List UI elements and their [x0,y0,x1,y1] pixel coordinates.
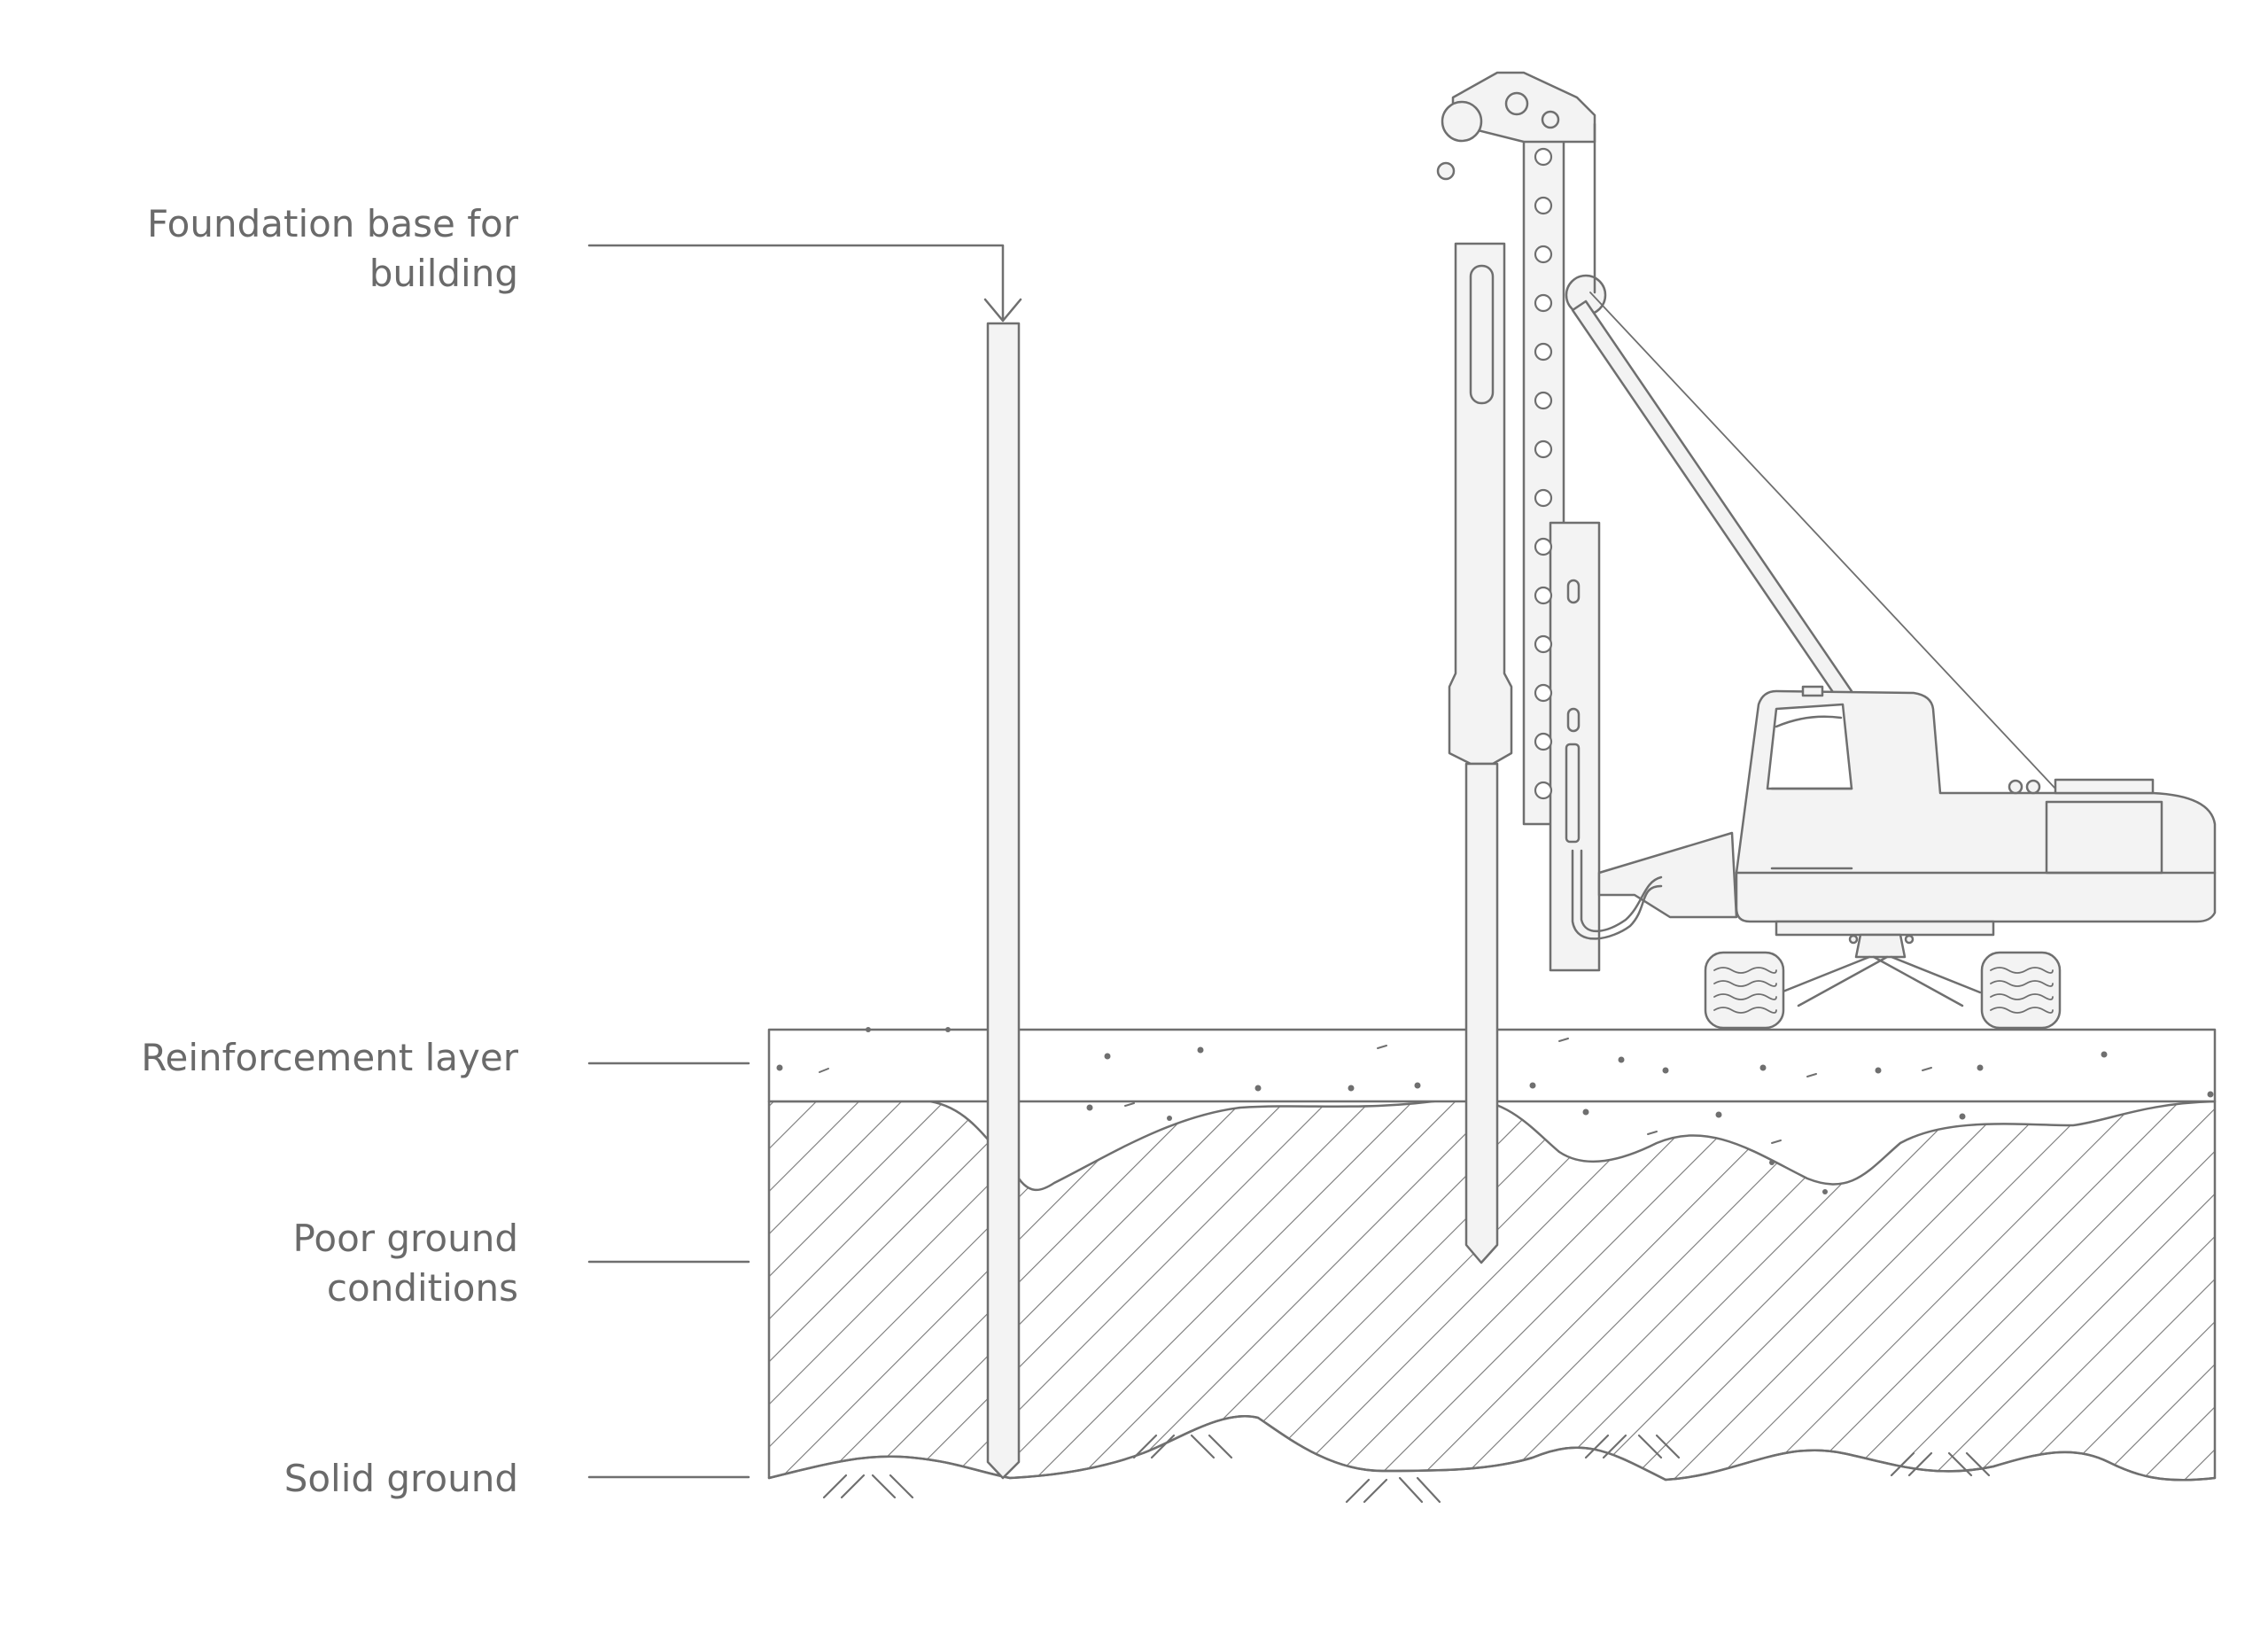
rig-boom [1571,299,1853,702]
label-poor-ground-line2: conditions [326,1266,518,1310]
driven-pile [1464,762,1499,1264]
label-foundation-line2: building [369,252,518,295]
label-foundation-base: Foundation base for building [58,199,518,299]
installed-pile [986,322,1021,1480]
label-poor-ground: Poor ground conditions [58,1214,518,1313]
pile-driving-rig [1436,71,2217,1264]
rig-track-left [1704,951,1785,1030]
label-foundation-line1: Foundation base for [146,202,518,245]
rig-arm [1597,831,1738,919]
rig-mast-holes [1534,147,1553,800]
label-reinforcement-line1: Reinforcement layer [141,1036,518,1079]
arrow-head-icon [983,298,1022,323]
label-poor-ground-line1: Poor ground [292,1217,518,1260]
label-reinforcement-layer: Reinforcement layer [58,1033,518,1083]
solid-ground-line [767,1415,2217,1482]
solid-ground-ticks [822,1434,1991,1504]
foundation-leader [587,244,1005,321]
rig-cab [1735,689,2217,923]
label-solid-ground: Solid ground [58,1454,518,1504]
label-solid-ground-line1: Solid ground [284,1457,518,1500]
rig-track-right [1980,951,2062,1030]
